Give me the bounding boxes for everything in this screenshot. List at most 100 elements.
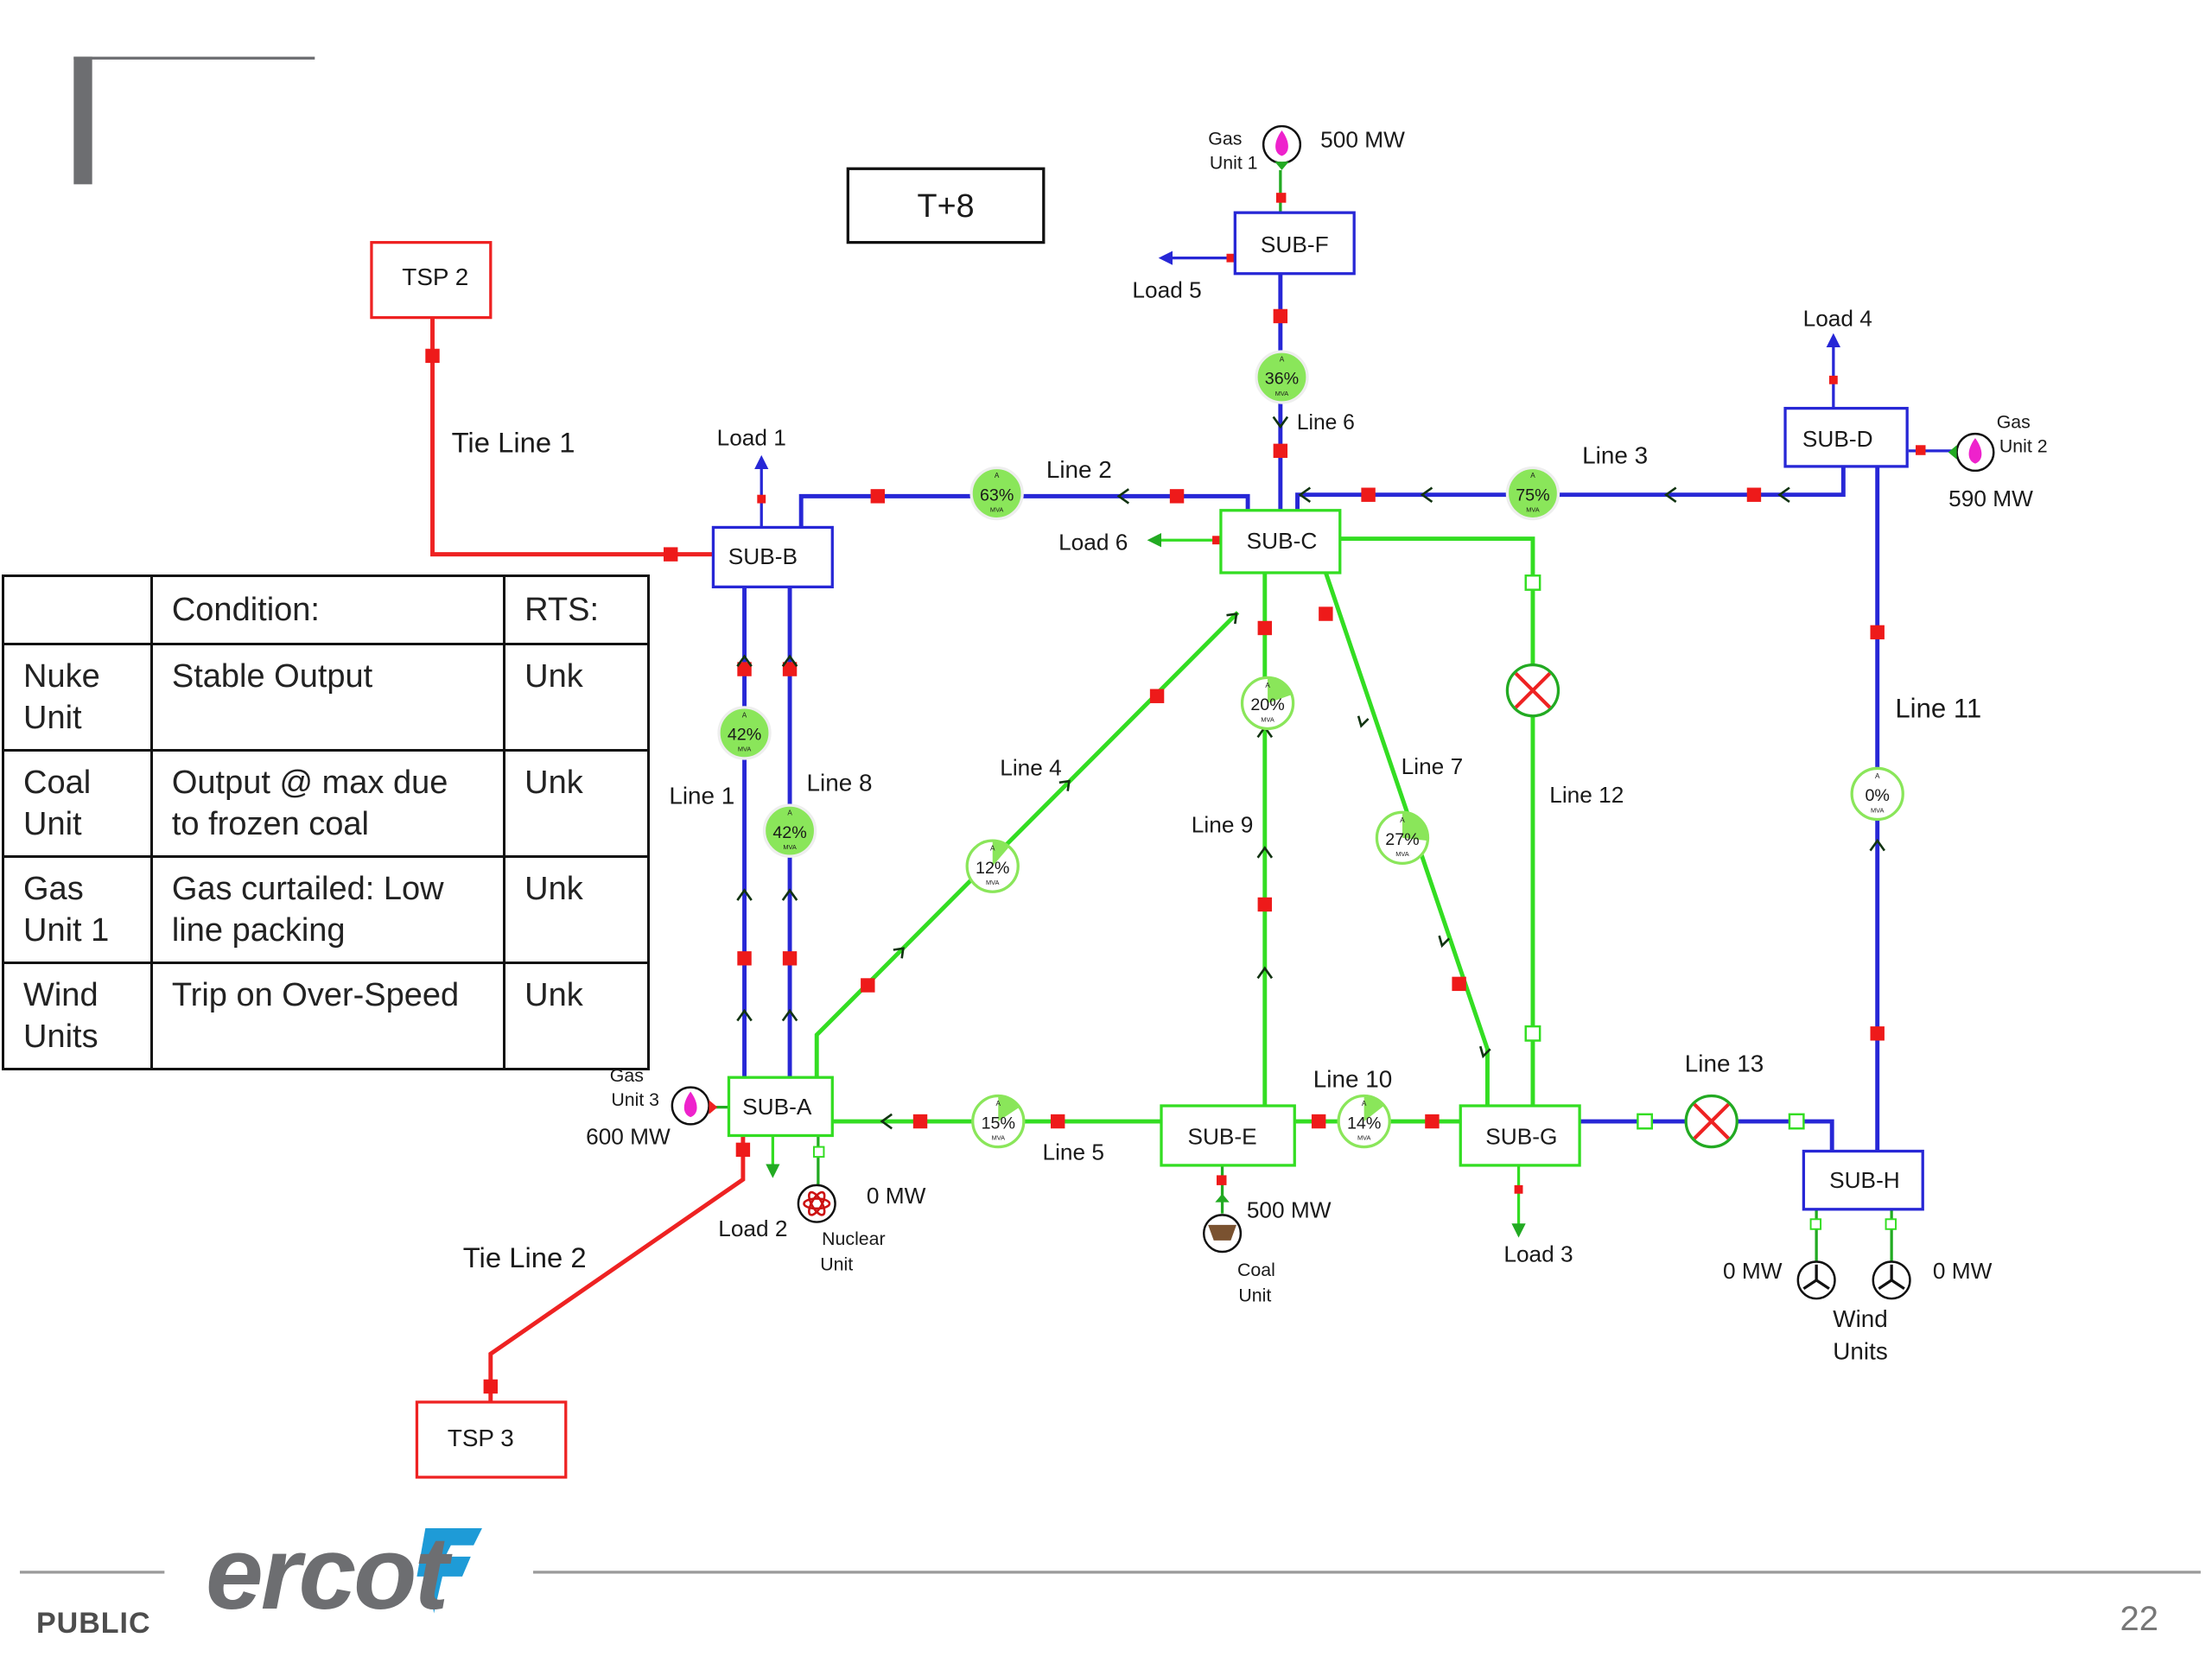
loading-line-9: 20% [1250, 695, 1284, 714]
ercot-logo-mark [416, 1528, 482, 1614]
flow-arrows [736, 416, 1885, 1130]
svg-text:MVA: MVA [1261, 715, 1274, 723]
line-7[interactable] [1319, 572, 1490, 1106]
line-12[interactable] [1339, 536, 1560, 1106]
tsp-2-box[interactable]: TSP 2 [370, 240, 493, 320]
svg-text:MVA: MVA [1871, 806, 1885, 814]
svg-text:Line 8: Line 8 [807, 770, 873, 797]
table-cell-rts: Unk [503, 643, 650, 752]
substation-sub-c[interactable]: SUB-C [1219, 509, 1342, 574]
load-3-label: Load 3 [1503, 1241, 1573, 1267]
title-bracket [73, 56, 315, 185]
tie-line-1[interactable] [425, 317, 714, 562]
gas-unit-1[interactable]: Gas Unit 1 500 MW [1208, 124, 1405, 213]
table-header-cell: RTS: [503, 574, 650, 645]
gas-unit-2[interactable]: Gas Unit 2 590 MW [1908, 412, 2048, 511]
svg-text:Line 13: Line 13 [1685, 1050, 1764, 1077]
svg-text:A: A [995, 472, 1000, 479]
load-5[interactable]: Load 5 [1132, 251, 1236, 303]
tie-line-2[interactable] [483, 1135, 751, 1402]
wind-units[interactable]: 0 MW 0 MW Wind Units [1723, 1209, 1993, 1365]
gauge-line-8: A 42% MVA [762, 803, 817, 858]
svg-text:Unit 2: Unit 2 [1999, 435, 2048, 456]
tsp-3-box[interactable]: TSP 3 [415, 1400, 568, 1479]
load-1[interactable]: Load 1 [717, 424, 786, 528]
svg-text:MVA: MVA [783, 843, 797, 851]
page-number: 22 [2120, 1600, 2159, 1638]
classification-label: PUBLIC [36, 1607, 151, 1640]
gas-unit-3[interactable]: Gas Unit 3 600 MW [586, 1065, 729, 1149]
svg-text:MVA: MVA [1526, 505, 1540, 513]
svg-text:A: A [1400, 816, 1405, 824]
svg-text:Line 1: Line 1 [669, 782, 734, 809]
line-4[interactable] [814, 611, 1240, 1078]
svg-text:MVA: MVA [1275, 390, 1289, 397]
line-3[interactable] [1295, 465, 1846, 511]
load-4-label: Load 4 [1803, 305, 1872, 331]
svg-text:Units: Units [1833, 1338, 1888, 1365]
substation-sub-g[interactable]: SUB-G [1459, 1104, 1581, 1167]
svg-text:Coal: Coal [1237, 1260, 1275, 1280]
load-1-label: Load 1 [717, 424, 786, 450]
gauge-line-10: A 14% MVA [1337, 1094, 1391, 1149]
loading-line-6: 36% [1265, 370, 1299, 389]
gauge-line-1: A 42% MVA [717, 706, 772, 760]
load-4[interactable]: Load 4 [1803, 305, 1872, 409]
svg-text:Wind: Wind [1833, 1305, 1888, 1332]
svg-text:Unit 1: Unit 1 [1210, 152, 1258, 173]
gauge-line-9: A 20% MVA [1240, 676, 1295, 731]
coal-unit-output: 500 MW [1247, 1197, 1332, 1223]
flame-icon [683, 1091, 697, 1118]
svg-text:SUB-H: SUB-H [1829, 1167, 1900, 1193]
coal-unit[interactable]: Coal Unit 500 MW [1203, 1165, 1332, 1306]
svg-text:Line 2: Line 2 [1046, 456, 1112, 483]
flame-icon [1275, 130, 1288, 156]
line-13[interactable] [1578, 1094, 1834, 1152]
gas-unit-1-output: 500 MW [1320, 127, 1405, 153]
gauge-line-2: A 63% MVA [969, 466, 1024, 521]
load-3[interactable]: Load 3 [1503, 1165, 1573, 1267]
wind-turbine-icon [1802, 1264, 1905, 1291]
svg-text:A: A [990, 845, 995, 853]
loading-line-11: 0% [1865, 786, 1889, 805]
svg-text:A: A [1875, 772, 1880, 780]
loading-line-1: 42% [728, 726, 761, 745]
load-2[interactable]: Load 2 [718, 1135, 788, 1241]
table-header-row: Condition: RTS: [2, 574, 650, 645]
svg-text:Unit 3: Unit 3 [611, 1089, 659, 1110]
svg-text:Line 4: Line 4 [1000, 755, 1062, 781]
loading-line-7: 27% [1385, 830, 1419, 849]
nuclear-unit[interactable]: Nuclear Unit 0 MW [797, 1135, 926, 1274]
svg-text:Line 7: Line 7 [1402, 753, 1464, 779]
gauge-line-6: A 36% MVA [1255, 350, 1309, 404]
loading-line-8: 42% [772, 823, 806, 842]
line-labels: Tie Line 1 Tie Line 2 Line 1 Line 8 Line… [452, 411, 1982, 1273]
svg-text:Unit: Unit [820, 1254, 853, 1274]
svg-text:A: A [1530, 472, 1535, 479]
substation-sub-e[interactable]: SUB-E [1160, 1104, 1296, 1167]
substation-sub-d[interactable]: SUB-D [1783, 406, 1909, 468]
ercot-logo: ercot [206, 1515, 448, 1631]
line-9[interactable] [1257, 572, 1272, 1106]
line-1[interactable] [737, 587, 752, 1078]
substation-sub-h[interactable]: SUB-H [1802, 1149, 1924, 1211]
load-6[interactable]: Load 6 [1058, 530, 1221, 555]
loading-line-4: 12% [976, 859, 1009, 878]
svg-text:Line 5: Line 5 [1042, 1139, 1104, 1165]
gauge-line-11: A 0% MVA [1850, 766, 1904, 822]
substation-sub-a[interactable]: SUB-A [727, 1076, 834, 1138]
svg-text:Gas: Gas [1997, 412, 2031, 433]
substation-sub-f[interactable]: SUB-F [1233, 211, 1356, 276]
svg-text:Tie Line 1: Tie Line 1 [452, 426, 575, 458]
substation-sub-b[interactable]: SUB-B [711, 525, 834, 589]
svg-text:SUB-B: SUB-B [728, 543, 798, 569]
gas-unit-2-output: 590 MW [1948, 486, 2033, 511]
line-2[interactable] [798, 489, 1250, 528]
svg-text:SUB-G: SUB-G [1485, 1123, 1557, 1149]
